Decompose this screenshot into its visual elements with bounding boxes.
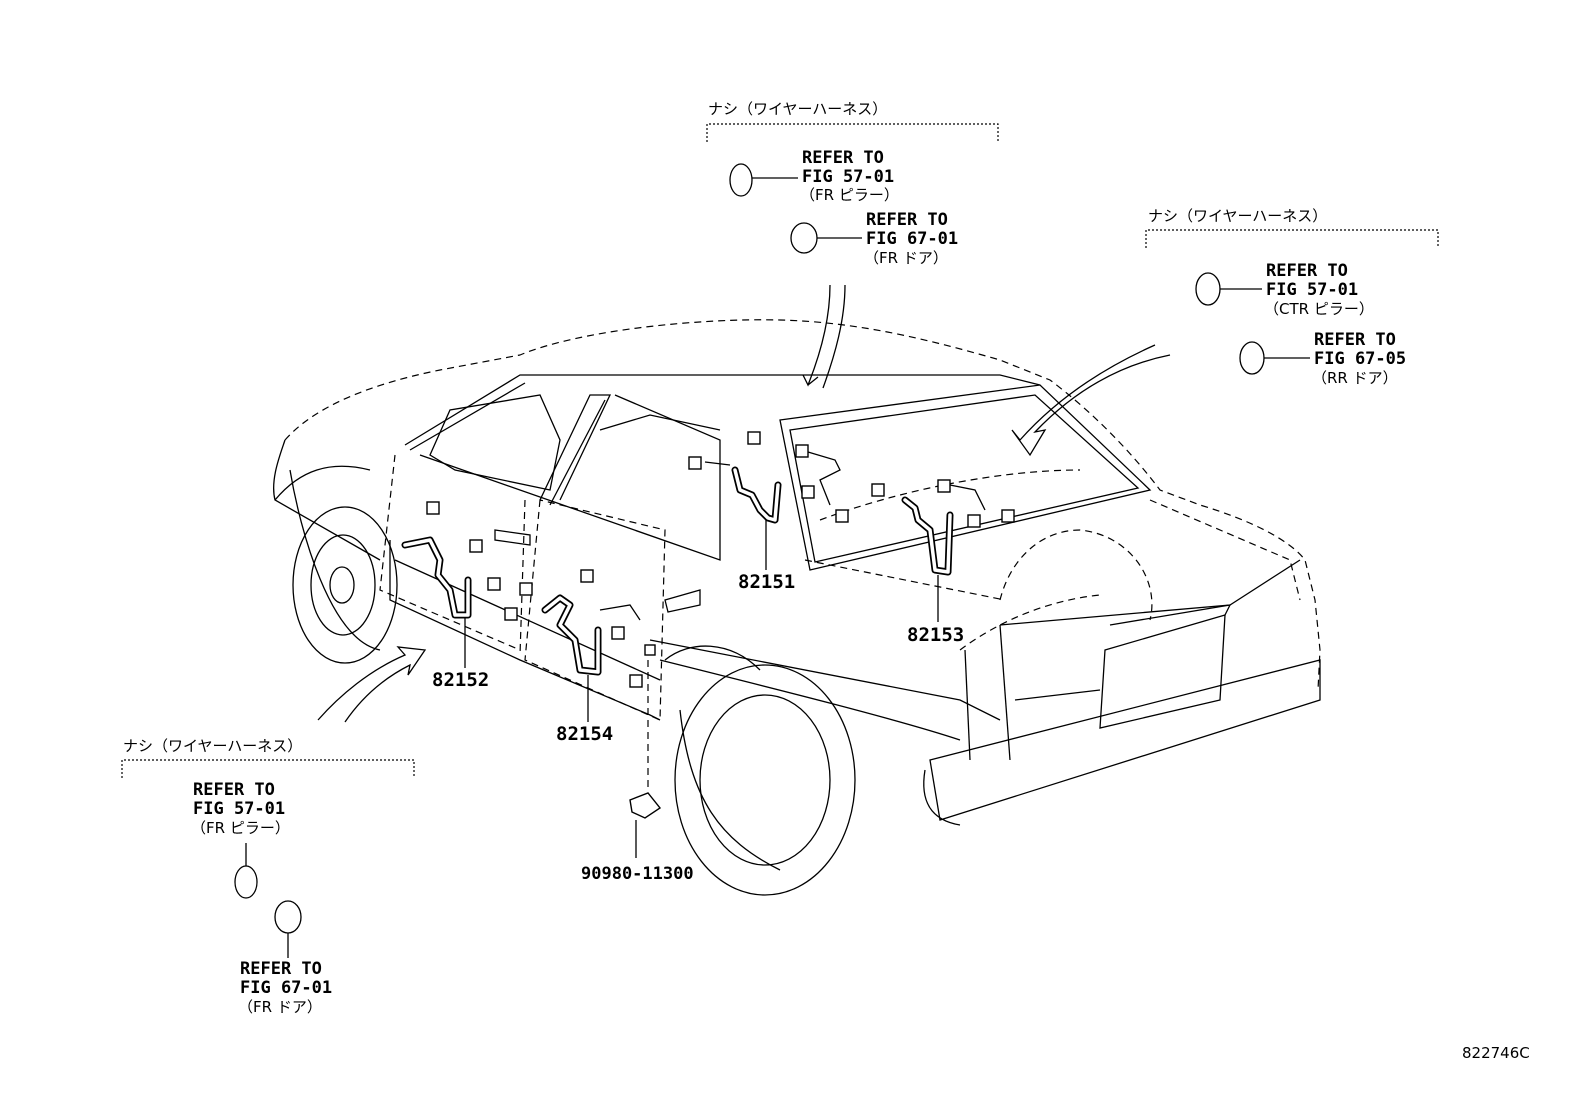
ref-note: （FR ドア） [238, 998, 322, 1016]
ref-note: （CTR ピラー） [1264, 300, 1374, 318]
ref-fig: FIG 57-01 [193, 799, 285, 819]
leader-lines [317, 284, 1171, 858]
part-number-82154: 82154 [556, 723, 613, 745]
ref-text: REFER TO [1314, 330, 1396, 350]
ref-note: （FR ピラー） [800, 186, 899, 204]
ref-fig: FIG 57-01 [802, 167, 894, 187]
harness-82152-front-door [401, 501, 533, 621]
car-outline [273, 319, 1321, 896]
ref-text: REFER TO [193, 780, 275, 800]
ref-text: REFER TO [240, 959, 322, 979]
ref-fig: FIG 57-01 [1266, 280, 1358, 300]
ref-text: REFER TO [1266, 261, 1348, 281]
illustration-id: 822746C [1462, 1044, 1530, 1062]
ref-note: （FR ピラー） [191, 819, 290, 837]
ref-text: REFER TO [866, 210, 948, 230]
part-number-90980-11300: 90980-11300 [581, 864, 694, 884]
part-number-82152: 82152 [432, 669, 489, 691]
harness-82151-front-pillar [688, 431, 849, 524]
ref-note: （FR ドア） [864, 249, 948, 267]
connector-90980-11300 [629, 660, 662, 819]
ref-fig: FIG 67-05 [1314, 349, 1406, 369]
group-heading: ナシ（ワイヤーハーネス） [708, 100, 887, 118]
ref-fig: FIG 67-01 [240, 978, 332, 998]
part-number-82153: 82153 [907, 624, 964, 646]
ref-group-top-center: ナシ（ワイヤーハーネス） REFER TO FIG 57-01 （FR ピラー）… [706, 100, 999, 267]
ref-group-top-right: ナシ（ワイヤーハーネス） REFER TO FIG 57-01 （CTR ピラー… [1145, 207, 1439, 387]
part-numbers: 82151 82152 82153 82154 90980-11300 [432, 571, 964, 884]
ref-note: （RR ドア） [1312, 369, 1398, 387]
group-heading: ナシ（ワイヤーハーネス） [1148, 207, 1327, 225]
ref-fig: FIG 67-01 [866, 229, 958, 249]
part-number-82151: 82151 [738, 571, 795, 593]
ref-group-bottom-left: ナシ（ワイヤーハーネス） REFER TO FIG 57-01 （FR ピラー）… [121, 737, 415, 1016]
harness-82153-center-pillar [871, 479, 1015, 576]
group-heading: ナシ（ワイヤーハーネス） [123, 737, 302, 755]
harness-82154-rear-door [541, 569, 656, 688]
ref-text: REFER TO [802, 148, 884, 168]
